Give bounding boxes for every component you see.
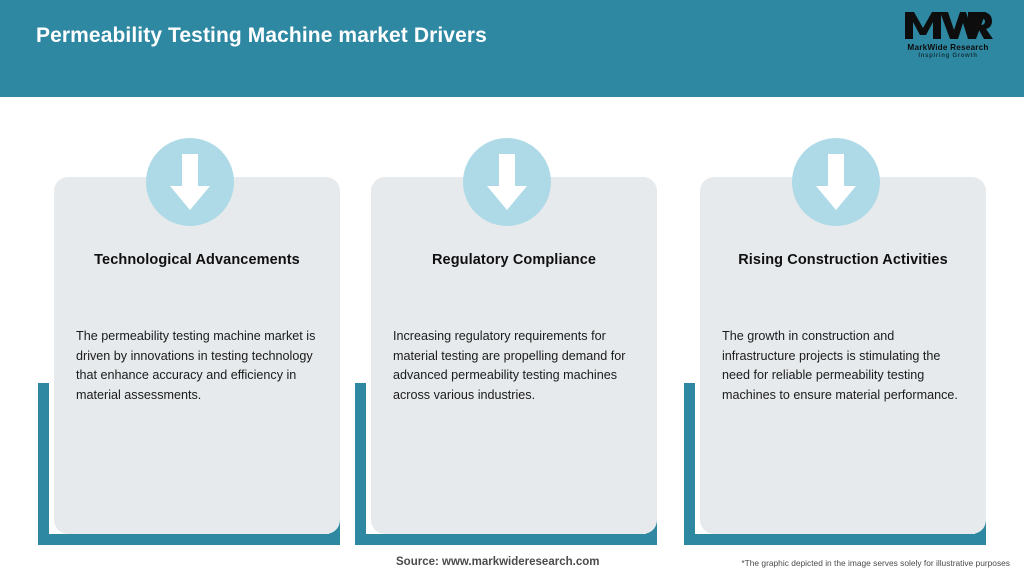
down-arrow-icon xyxy=(487,154,527,210)
driver-card-1[interactable]: Technological Advancements The permeabil… xyxy=(38,97,354,552)
card-title: Regulatory Compliance xyxy=(431,252,597,268)
down-arrow-icon xyxy=(816,154,856,210)
disclaimer-label: *The graphic depicted in the image serve… xyxy=(741,558,1010,568)
card-body: The permeability testing machine market … xyxy=(76,329,316,402)
driver-card-3[interactable]: Rising Construction Activities The growt… xyxy=(670,97,986,552)
brand-logo: MarkWide Research Inspiring Growth xyxy=(894,8,1002,66)
driver-badge xyxy=(146,138,234,226)
page-title: Permeability Testing Machine market Driv… xyxy=(36,24,487,47)
card-title: Technological Advancements xyxy=(94,252,300,268)
driver-badge xyxy=(792,138,880,226)
card-surface: Technological Advancements The permeabil… xyxy=(54,177,340,534)
source-label: Source: www.markwideresearch.com xyxy=(396,556,600,568)
logo-name: MarkWide Research xyxy=(907,43,989,52)
card-title: Rising Construction Activities xyxy=(738,252,948,268)
mwr-logo-icon xyxy=(905,12,993,39)
card-surface: Regulatory Compliance Increasing regulat… xyxy=(371,177,657,534)
card-surface: Rising Construction Activities The growt… xyxy=(700,177,986,534)
driver-card-2[interactable]: Regulatory Compliance Increasing regulat… xyxy=(355,97,671,552)
card-body: The growth in construction and infrastru… xyxy=(722,329,958,402)
card-body: Increasing regulatory requirements for m… xyxy=(393,329,626,402)
driver-badge xyxy=(463,138,551,226)
page-header: Permeability Testing Machine market Driv… xyxy=(0,0,1024,97)
drivers-stage: Technological Advancements The permeabil… xyxy=(0,97,1024,576)
logo-tagline: Inspiring Growth xyxy=(918,53,978,59)
down-arrow-icon xyxy=(170,154,210,210)
